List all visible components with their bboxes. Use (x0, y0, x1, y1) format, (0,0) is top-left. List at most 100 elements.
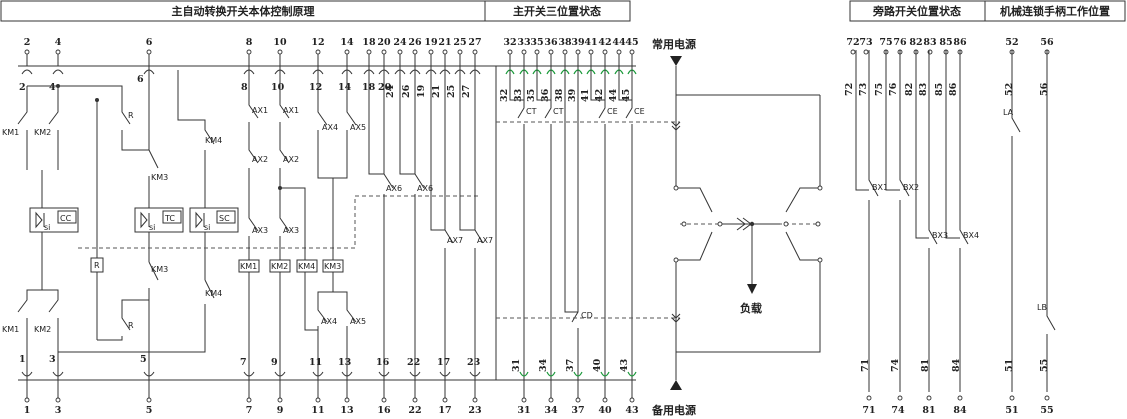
bottom-terminal: 17 (438, 405, 451, 416)
svg-text:43: 43 (619, 359, 630, 372)
svg-text:12: 12 (309, 82, 322, 93)
svg-text:72: 72 (844, 83, 855, 96)
top-terminal: 12 (311, 37, 324, 48)
ax3-label-b: AX3 (283, 226, 299, 235)
terminal-circle (575, 49, 581, 55)
km2-label-bottom: KM2 (34, 325, 51, 334)
terminal-hook (52, 69, 64, 75)
svg-text:34: 34 (538, 358, 549, 372)
bottom-terminal: 9 (277, 405, 284, 416)
terminal-circle (602, 397, 608, 403)
svg-text:KM3: KM3 (324, 262, 341, 271)
terminal-circle (521, 49, 527, 55)
svg-text:25: 25 (446, 85, 457, 98)
terminal-circle (381, 397, 387, 403)
bypass-contacts: BX1 BX2 BX3 BX4 72 73 75 76 82 83 85 86 … (844, 50, 979, 392)
svg-text:CC: CC (60, 214, 72, 223)
top-terminal: 19 (424, 37, 438, 48)
top-terminal: 73 (859, 37, 872, 48)
terminal-circle (146, 49, 152, 55)
terminal-circle (1009, 395, 1015, 401)
terminal-circle (246, 49, 252, 55)
top-terminal: 26 (408, 37, 422, 48)
wire-label-3: 3 (49, 354, 56, 365)
top-terminal: 8 (246, 37, 253, 48)
km4-label-bottom: KM4 (205, 289, 222, 298)
terminal-circle (575, 397, 581, 403)
top-terminal: 20 (377, 37, 391, 48)
terminal-circle (146, 397, 152, 403)
top-terminal: 83 (923, 37, 936, 48)
terminal-circle (315, 49, 321, 55)
top-terminal: 52 (1005, 37, 1018, 48)
interlock-contacts: LA LB 52 56 51 55 (1003, 50, 1056, 392)
bottom-terminal: 23 (468, 405, 481, 416)
terminal-circle (381, 49, 387, 55)
terminal-circle (344, 49, 350, 55)
bottom-terminal: 5 (146, 405, 153, 416)
svg-text:27: 27 (461, 85, 472, 98)
bottom-terminal: 34 (544, 405, 558, 416)
top-terminal: 14 (340, 37, 354, 48)
terminal-circle (442, 49, 448, 55)
svg-text:75: 75 (874, 83, 885, 96)
terminal-circle (534, 49, 540, 55)
header-bar: 主自动转换开关本体控制原理 主开关三位置状态 旁路开关位置状态 机械连锁手柄工作… (0, 0, 1126, 22)
top-terminal: 33 (517, 37, 530, 48)
top-terminal: 4 (55, 37, 62, 48)
svg-text:39: 39 (567, 88, 578, 102)
top-terminal: 42 (598, 37, 611, 48)
svg-text:52: 52 (1004, 83, 1015, 96)
bottom-terminal: 71 (862, 405, 875, 416)
terminal-circle (521, 397, 527, 403)
interlock-dash (78, 195, 480, 249)
ct-label-b: CT (553, 107, 564, 116)
bus-lines (18, 65, 636, 381)
bottom-terminal: 84 (953, 405, 967, 416)
terminal-circle (277, 49, 283, 55)
svg-text:42: 42 (594, 89, 605, 102)
bottom-terminal: 40 (598, 405, 612, 416)
terminal-circle (457, 49, 463, 55)
km1-label-top: KM1 (2, 128, 19, 137)
terminal-circle (602, 49, 608, 55)
svg-text:9: 9 (271, 357, 278, 368)
top-terminal: 56 (1040, 37, 1054, 48)
km2-top-switch (48, 86, 59, 170)
ax7-label-b: AX7 (477, 236, 493, 245)
terminal-circle (246, 397, 252, 403)
top-terminal: 85 (939, 37, 952, 48)
power-transfer: 常用电源 备用电源 负载 (651, 37, 823, 417)
header-main-control: 主自动转换开关本体控制原理 (172, 4, 315, 18)
bottom-terminal: 16 (377, 405, 391, 416)
ax5-label-bottom: AX5 (350, 317, 366, 326)
terminal-circle (548, 397, 554, 403)
terminal-circle (412, 49, 418, 55)
ax2-label-a: AX2 (252, 155, 268, 164)
ct-label-a: CT (526, 107, 537, 116)
terminal-circle (55, 49, 61, 55)
load-label: 负载 (740, 301, 762, 315)
terminal-circle (442, 397, 448, 403)
svg-text:71: 71 (860, 359, 871, 372)
svg-text:10: 10 (271, 82, 285, 93)
terminal-circle (1044, 395, 1050, 401)
ax-contacts: 8 AX1 AX2 AX3 KM1 7 10 AX1 AX2 AX3 KM2 9… (238, 66, 493, 380)
bottom-terminal: 31 (517, 405, 530, 416)
top-terminal: 38 (558, 37, 572, 48)
svg-text:41: 41 (580, 89, 591, 102)
terminal-circle (850, 49, 856, 55)
bottom-terminal: 7 (246, 405, 253, 416)
terminal-circle (507, 49, 513, 55)
svg-text:55: 55 (1039, 359, 1050, 372)
svg-text:45: 45 (621, 89, 632, 102)
backup-source-label: 备用电源 (651, 403, 696, 417)
terminal-circle (397, 49, 403, 55)
svg-text:85: 85 (934, 83, 945, 96)
wire-label-4: 4 (49, 82, 56, 93)
km3-label-bottom: KM3 (151, 265, 168, 274)
green-arc-row-bottom (519, 368, 637, 403)
km3-label-top: KM3 (151, 173, 168, 182)
svg-text:86: 86 (948, 82, 959, 96)
